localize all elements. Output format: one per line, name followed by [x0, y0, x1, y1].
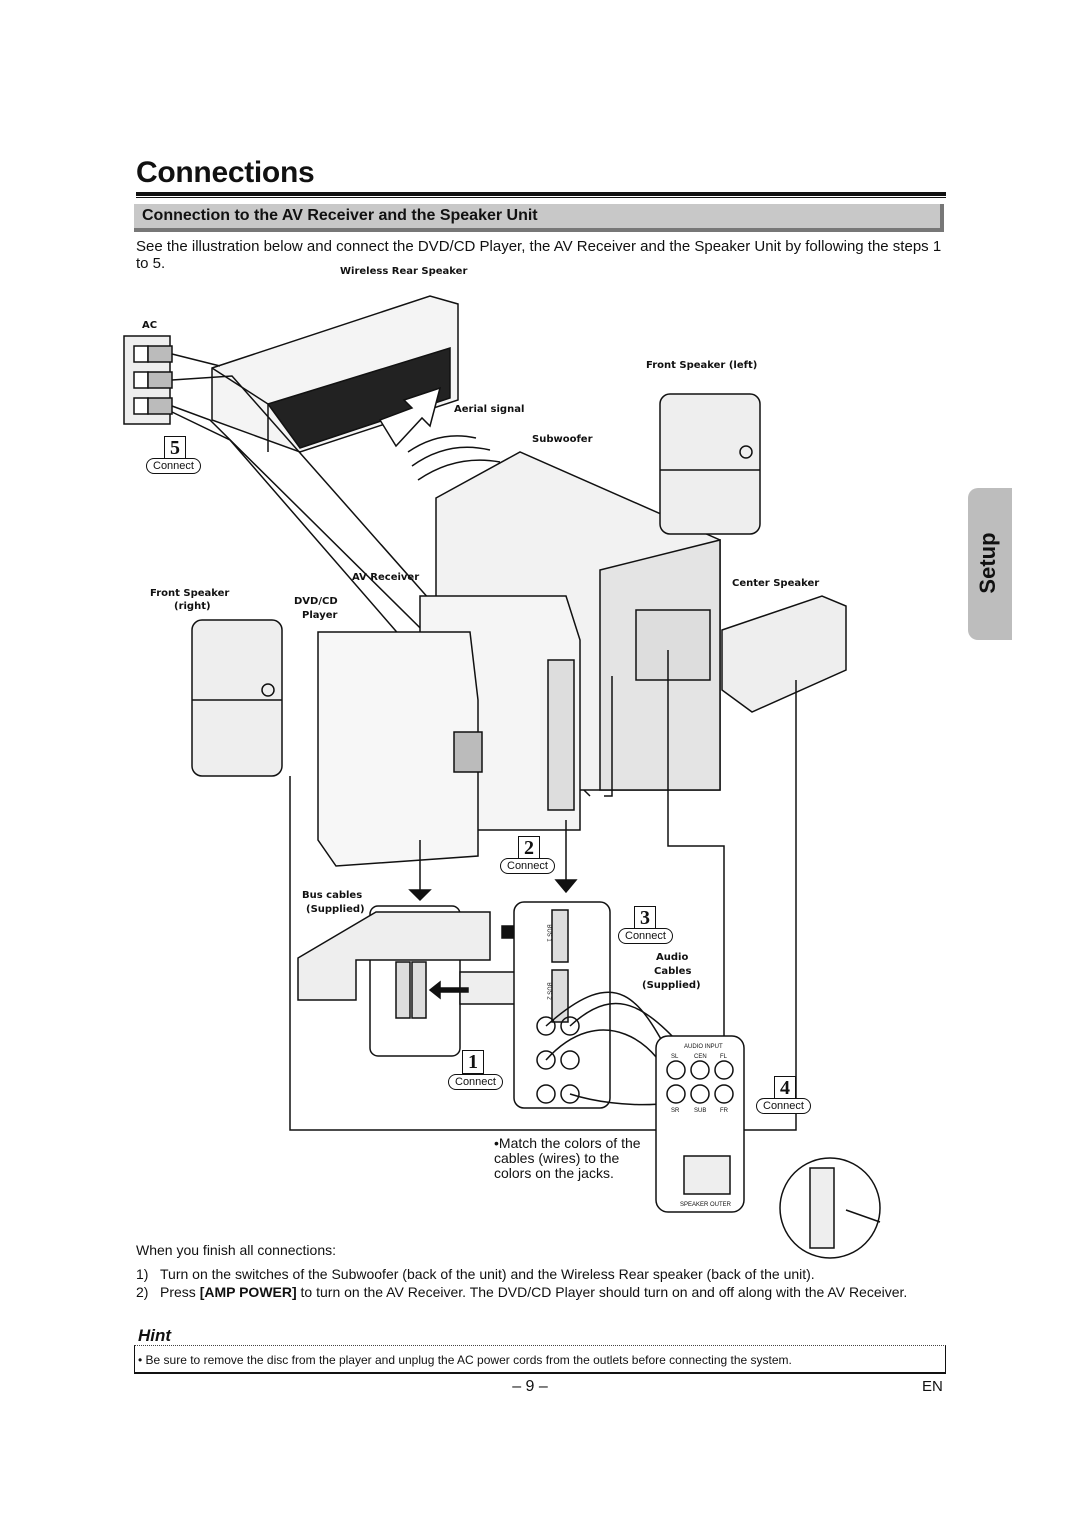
- finish-step-1-num: 1): [136, 1266, 149, 1282]
- page-title: Connections: [136, 156, 315, 189]
- label-jack-fr: FR: [720, 1108, 728, 1114]
- finish-step-1: 1) Turn on the switches of the Subwoofer…: [136, 1266, 946, 1283]
- title-rule: [136, 192, 946, 196]
- label-ac: AC: [142, 320, 158, 331]
- intro-text: See the illustration below and connect t…: [136, 238, 942, 272]
- step-5-number: 5: [164, 436, 186, 460]
- amp-power-key: [AMP POWER]: [199, 1284, 297, 1300]
- finish-text: When you finish all connections:: [136, 1242, 336, 1258]
- setup-side-tab[interactable]: Setup: [968, 488, 1012, 640]
- label-wireless-rear-speaker: Wireless Rear Speaker: [340, 266, 468, 277]
- finish-steps: 1) Turn on the switches of the Subwoofer…: [136, 1266, 946, 1302]
- hint-box: [134, 1345, 946, 1374]
- bus-cable-2: [459, 971, 521, 1005]
- label-speaker-outer: SPEAKER OUTER: [680, 1202, 732, 1208]
- label-dvd-cd-1: DVD/CD: [294, 596, 338, 607]
- section-heading: Connection to the AV Receiver and the Sp…: [142, 207, 538, 224]
- label-jack-sub: SUB: [694, 1108, 707, 1114]
- label-jack-fl: FL: [720, 1054, 728, 1060]
- front-speaker-right: [191, 619, 283, 777]
- step-1-number: 1: [462, 1050, 484, 1074]
- hint-title: Hint: [138, 1326, 172, 1345]
- step-3-number: 3: [634, 906, 656, 930]
- label-front-speaker-right-1: Front Speaker: [150, 588, 230, 599]
- label-audio-cables-2: Cables: [654, 966, 692, 977]
- step-3-connect: Connect: [618, 928, 673, 944]
- finish-step-1-text: Turn on the switches of the Subwoofer (b…: [160, 1266, 815, 1282]
- bus-cable-1: [297, 911, 491, 1001]
- label-center-speaker: Center Speaker: [732, 578, 820, 589]
- title-rule-thin: [136, 197, 946, 198]
- label-subwoofer: Subwoofer: [532, 434, 593, 445]
- label-front-speaker-left: Front Speaker (left): [646, 360, 758, 371]
- finish-step-2-pre: Press: [160, 1284, 200, 1300]
- section-heading-bar: Connection to the AV Receiver and the Sp…: [134, 204, 944, 232]
- label-aerial-signal: Aerial signal: [454, 404, 525, 415]
- step-4-number: 4: [774, 1076, 796, 1100]
- match-colors-note: •Match the colors of the cables (wires) …: [494, 1135, 641, 1181]
- hint-text: • Be sure to remove the disc from the pl…: [138, 1353, 792, 1367]
- label-audio-cables-3: (Supplied): [642, 980, 701, 991]
- step-5-connect: Connect: [146, 458, 201, 474]
- center-speaker: [721, 595, 847, 713]
- dvd-cd-player: [317, 631, 479, 867]
- finish-step-2: 2) Press [AMP POWER] to turn on the AV R…: [136, 1284, 946, 1301]
- aerial-arrow: [378, 386, 442, 448]
- language-code: EN: [922, 1378, 943, 1395]
- label-bus2: BUS 2: [545, 982, 552, 1000]
- label-bus1: BUS 1: [545, 924, 552, 942]
- label-jack-sl: SL: [671, 1054, 679, 1060]
- label-jack-sr: SR: [671, 1108, 680, 1114]
- finish-step-2-num: 2): [136, 1284, 149, 1300]
- finish-step-2-post: to turn on the AV Receiver. The DVD/CD P…: [296, 1284, 908, 1300]
- label-front-speaker-right-2: (right): [174, 601, 211, 612]
- finish-step-2-text: Press [AMP POWER] to turn on the AV Rece…: [160, 1284, 907, 1301]
- page-number: – 9 –: [512, 1378, 548, 1395]
- step-1-connect: Connect: [448, 1074, 503, 1090]
- front-speaker-left: [659, 393, 761, 535]
- step-2-number: 2: [518, 836, 540, 860]
- label-dvd-cd-2: Player: [302, 610, 338, 621]
- label-audio-input: AUDIO INPUT: [684, 1044, 723, 1050]
- label-audio-cables-1: Audio: [656, 952, 689, 963]
- label-jack-cen: CEN: [694, 1054, 707, 1060]
- label-av-receiver: AV Receiver: [352, 572, 420, 583]
- step-2-connect: Connect: [500, 858, 555, 874]
- step-4-connect: Connect: [756, 1098, 811, 1114]
- label-bus-cables-2: (Supplied): [306, 904, 365, 915]
- label-bus-cables-1: Bus cables: [302, 890, 363, 901]
